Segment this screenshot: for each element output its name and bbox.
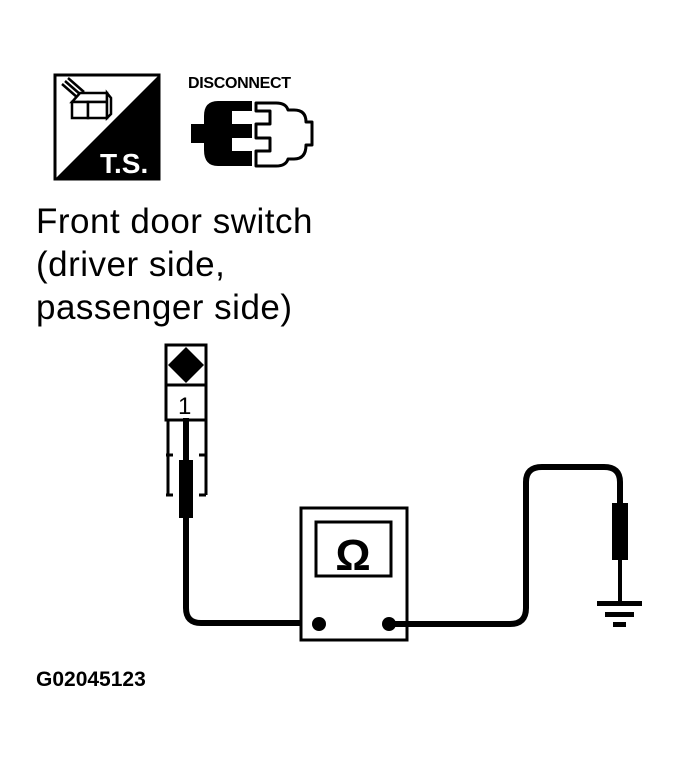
disconnect-connector-icon — [191, 101, 314, 168]
ts-icon: T.S. — [53, 73, 161, 181]
left-probe — [179, 418, 318, 626]
door-switch-connector: 1 — [164, 343, 208, 497]
title-line-1: Front door switch — [36, 202, 313, 241]
pin-number: 1 — [178, 393, 191, 420]
disconnect-label: DISCONNECT — [188, 75, 291, 92]
harness-connector-icon — [61, 77, 113, 122]
title-line-3: passenger side) — [36, 288, 293, 327]
component-title: Front door switch (driver side, passenge… — [36, 200, 313, 329]
terminal-diamond-icon — [168, 347, 204, 383]
right-probe — [389, 464, 628, 627]
figure-id: G02045123 — [36, 668, 146, 691]
ts-label: T.S. — [100, 148, 148, 179]
title-line-2: (driver side, — [36, 245, 226, 284]
ground-icon — [597, 601, 642, 627]
ohm-symbol-icon: Ω — [335, 531, 370, 580]
ohmmeter: Ω — [299, 506, 409, 642]
meter-terminal-left — [312, 617, 326, 631]
